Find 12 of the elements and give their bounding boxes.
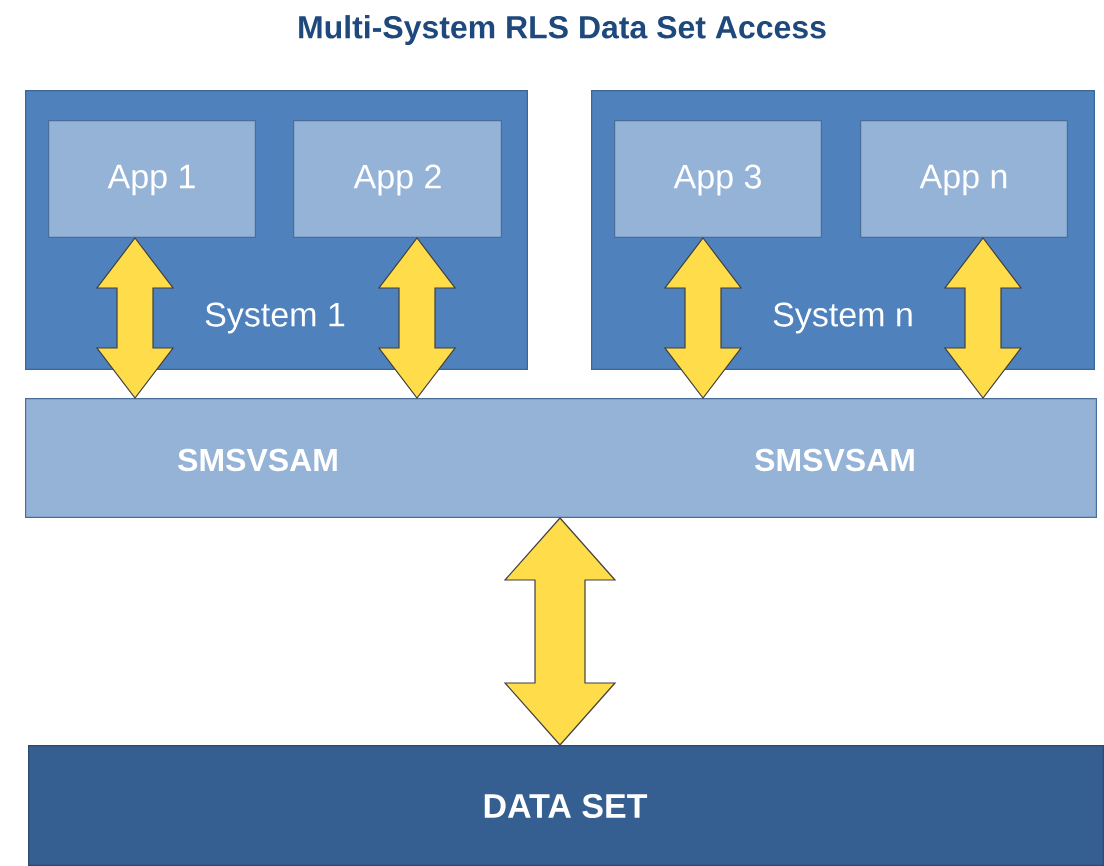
title: Multi-System RLS Data Set Access xyxy=(299,15,826,45)
double-arrow xyxy=(95,237,175,399)
data-set-box: DATA SET xyxy=(28,745,1104,866)
app-box: App n xyxy=(860,120,1068,238)
double-arrow xyxy=(663,237,743,399)
double-arrow xyxy=(943,237,1023,399)
double-arrow xyxy=(377,237,457,399)
smsvsam-band: SMSVSAM SMSVSAM xyxy=(25,398,1097,518)
app-box: App 1 xyxy=(48,120,256,238)
app-box: App 2 xyxy=(293,120,502,238)
double-arrow xyxy=(503,517,617,746)
app-box: App 3 xyxy=(614,120,822,238)
